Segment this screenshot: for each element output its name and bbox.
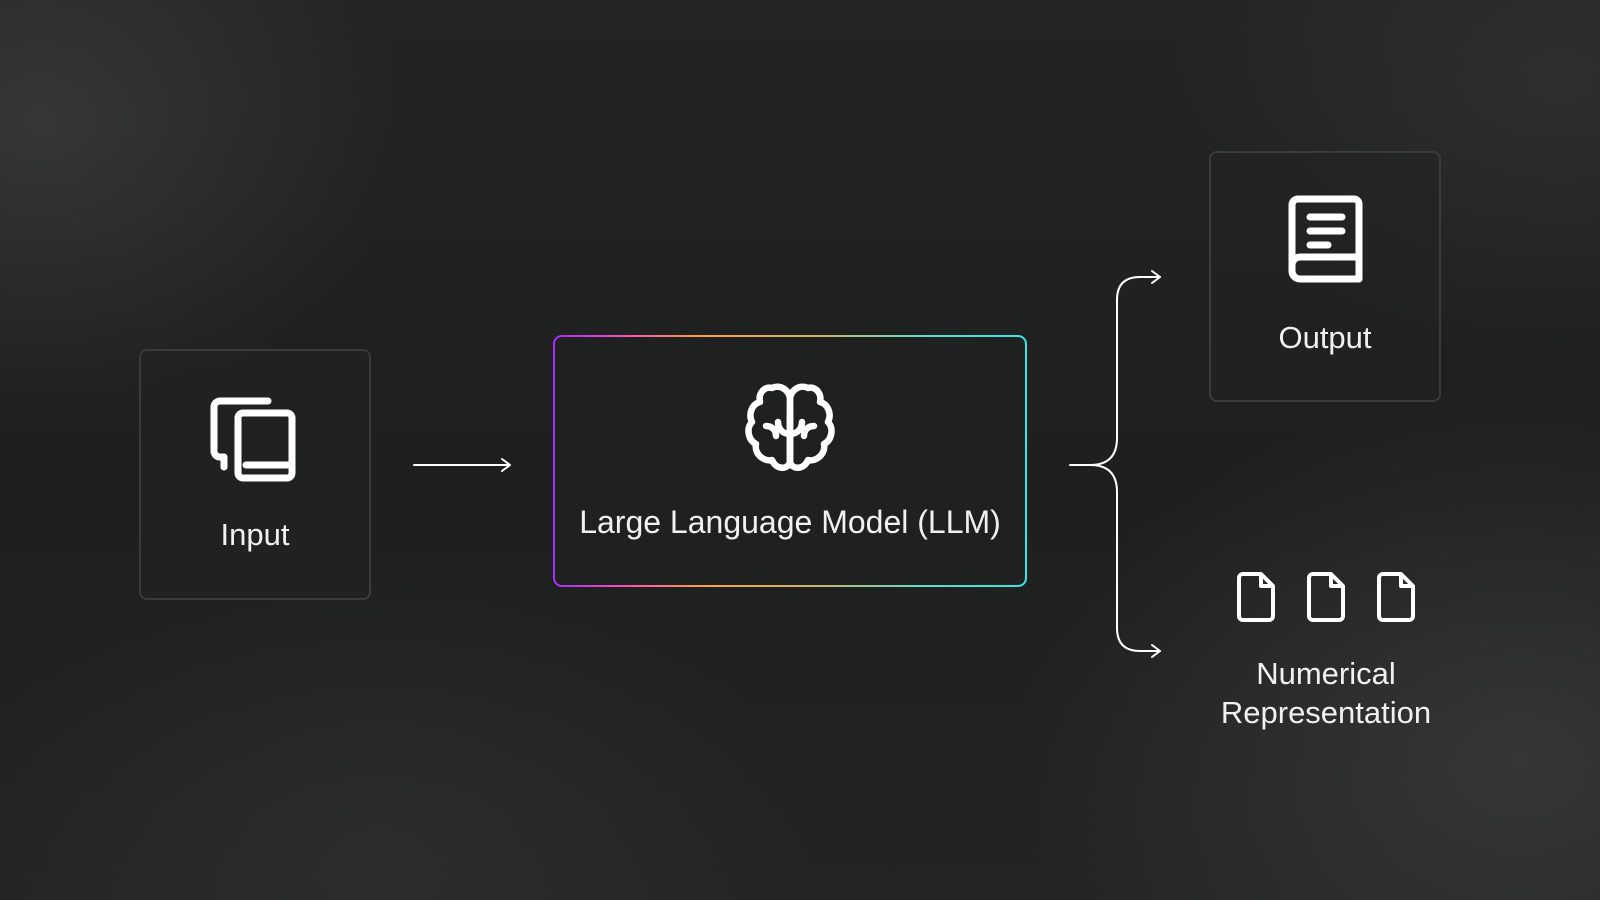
input-to-model-arrow [413,458,511,472]
books-icon [210,397,296,482]
document-icon [1288,195,1363,283]
file-icon [1237,572,1275,622]
model-branch-connector [1069,276,1161,466]
numerical-branch-connector [1089,464,1161,652]
numerical-label-line-2: Representation [1220,695,1432,730]
numerical-representation-label: Numerical Representation [1180,654,1472,732]
input-box [139,349,371,600]
input-label: Input [220,517,290,552]
file-icon [1377,572,1415,622]
file-icon [1307,572,1345,622]
numerical-arrowhead [1151,644,1161,658]
brain-icon [745,383,835,471]
output-arrowhead [1151,270,1161,284]
numerical-label-line-1: Numerical [1256,656,1396,691]
output-label: Output [1278,320,1372,355]
llm-label: Large Language Model (LLM) [579,504,1001,540]
